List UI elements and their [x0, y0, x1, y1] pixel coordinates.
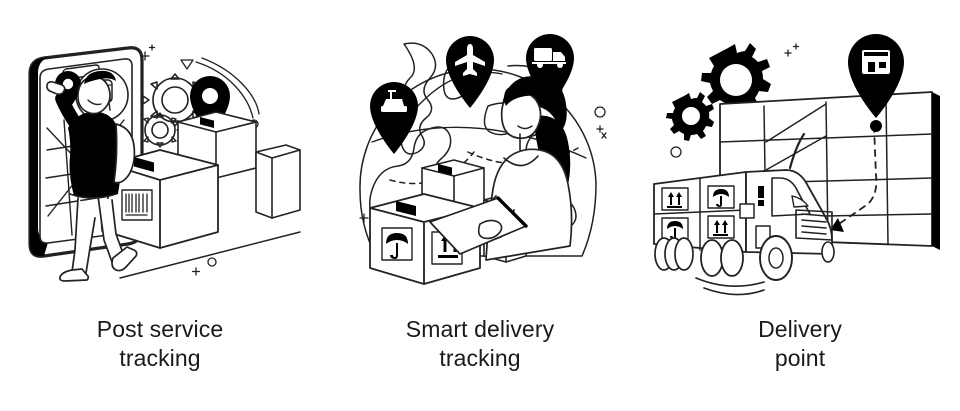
panel-delivery-point: Delivery point — [640, 0, 960, 411]
shoe-left — [59, 268, 90, 282]
keep-dry-umbrella-symbol — [381, 227, 413, 261]
hair-front — [504, 82, 550, 106]
neckline — [503, 155, 539, 167]
sparkle-accent-bottom-icon — [191, 267, 201, 276]
cargo-symbol-this-side-up-1 — [661, 187, 689, 211]
dashed-route-with-arrow — [835, 125, 878, 227]
panel-post-service-tracking: Post service tracking — [0, 0, 320, 411]
smile — [517, 125, 533, 130]
screen-edge — [932, 92, 940, 250]
pin-base-dot — [870, 120, 882, 132]
truck-wheels — [654, 235, 835, 281]
barcode-label — [121, 189, 153, 221]
head — [77, 76, 111, 115]
raised-arm — [55, 92, 83, 130]
semi-truck — [653, 132, 835, 296]
beard — [87, 99, 102, 106]
hand — [46, 81, 66, 95]
sparkle-accent-icon — [784, 43, 800, 57]
panel-caption-delivery-point: Delivery point — [758, 316, 842, 371]
store-glyph — [862, 50, 890, 74]
cargo-symbol-umbrella-1 — [707, 185, 735, 209]
woman-with-tablet — [429, 76, 573, 261]
smart-delivery-tracking-illustration — [320, 0, 640, 300]
circle-accent-bottom-icon — [207, 257, 217, 267]
post-service-tracking-illustration — [0, 0, 320, 300]
hand — [477, 219, 503, 240]
panel-caption-post-service-tracking: Post service tracking — [96, 316, 224, 371]
airplane-glyph — [455, 44, 485, 76]
truck-cargo-boxes — [661, 185, 735, 241]
airplane-pin-icon — [446, 36, 494, 108]
cargo-symbol-this-side-up-2 — [707, 215, 735, 239]
ship-pin-icon — [370, 82, 418, 154]
truck-grille — [801, 213, 827, 235]
store-location-pin-icon — [848, 34, 904, 132]
truck-glyph — [532, 48, 566, 68]
circle-accent-icon — [594, 106, 606, 118]
ship-glyph — [381, 90, 407, 112]
sparkle-accent-icon — [359, 213, 369, 223]
triangle-accent-icon — [180, 59, 194, 70]
sparkle-accent-right-icon — [596, 125, 607, 139]
panel-caption-smart-delivery-tracking: Smart delivery tracking — [405, 316, 555, 371]
arc-swoosh — [195, 57, 260, 119]
backpack — [113, 123, 136, 184]
exhaust-stack — [788, 132, 806, 170]
cab-marker-lights — [758, 186, 764, 198]
tablet-device — [429, 196, 528, 255]
panel-smart-delivery-tracking: Smart delivery tracking — [320, 0, 640, 411]
cargo-symbol-umbrella-2 — [661, 217, 689, 241]
jacket — [68, 111, 123, 199]
cab-step — [739, 203, 755, 219]
circle-accent-icon — [670, 146, 682, 158]
man-pointing-at-screen — [46, 70, 138, 282]
hair — [84, 70, 116, 84]
motion-lines — [695, 277, 765, 296]
delivery-point-illustration — [640, 0, 960, 300]
cardboard-box-small — [255, 144, 301, 219]
gear-small-icon — [138, 112, 182, 148]
shoe-right — [111, 246, 138, 272]
route-arrow-head — [830, 218, 844, 232]
ground-line — [119, 231, 301, 279]
